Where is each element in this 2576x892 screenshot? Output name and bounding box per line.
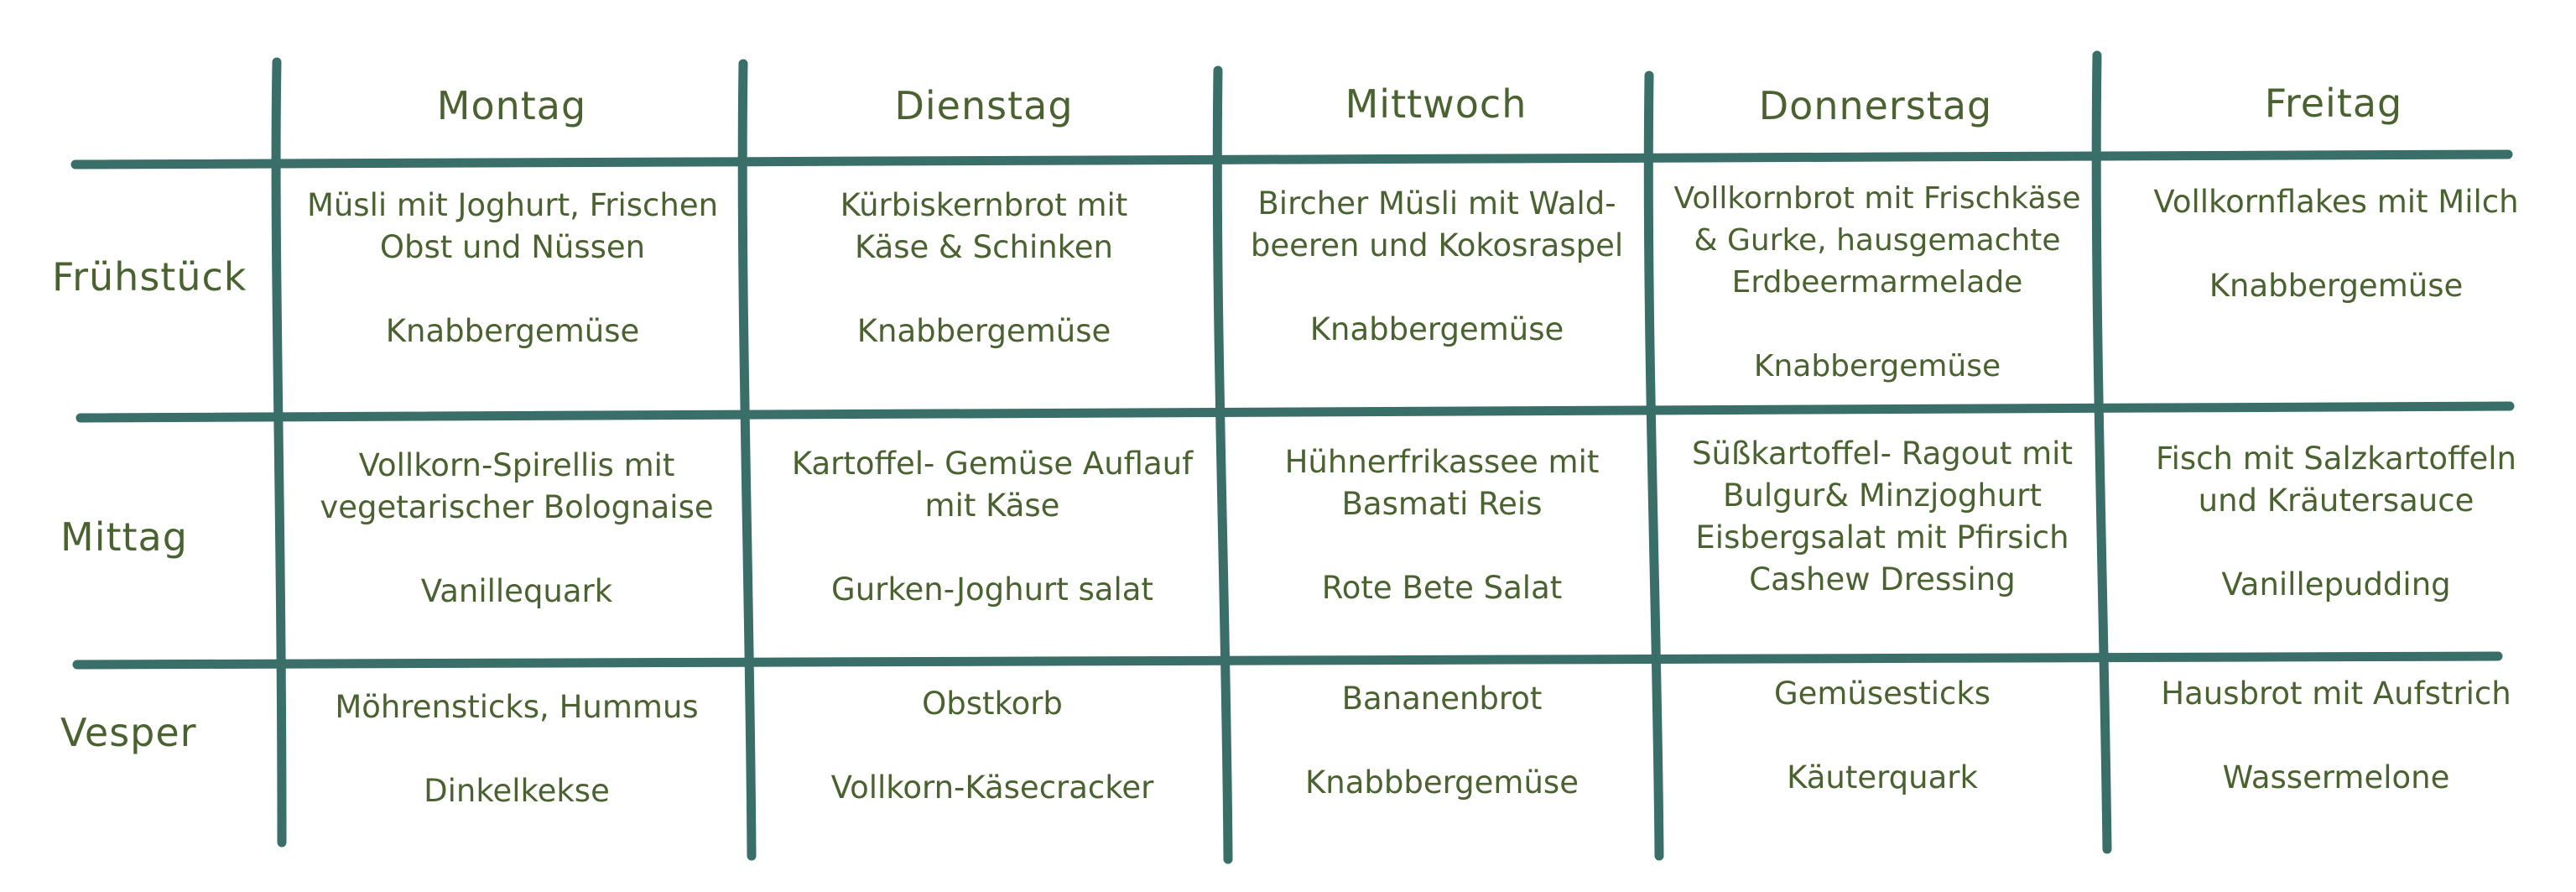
day-header-freitag: Freitag (2264, 81, 2403, 126)
menu-item: Hausbrot mit Aufstrich (2161, 676, 2511, 712)
menu-item: Käuterquark (1787, 759, 1978, 795)
menu-item: Fisch mit Salzkartoffeln und Kräutersauc… (2156, 441, 2516, 519)
day-header-montag: Montag (436, 83, 587, 128)
menu-cell: Kürbiskernbrot mit Käse & Schinken Knabb… (752, 185, 1216, 352)
menu-item: Vollkornbrot mit Frischkäse & Gurke, hau… (1673, 181, 2081, 300)
meal-label-mittag: Mittag (60, 514, 188, 560)
meal-label-vesper: Vesper (60, 710, 197, 755)
grid-line-vertical (1643, 70, 1664, 861)
menu-item: Gurken-Joghurt salat (831, 571, 1153, 608)
menu-item: Wassermelone (2222, 759, 2450, 795)
menu-cell: Möhrensticks, Hummus Dinkelkekse (284, 686, 750, 812)
menu-cell: Kartoffel- Gemüse Auflauf mit Käse Gurke… (760, 443, 1225, 611)
menu-item: Kürbiskernbrot mit Käse & Schinken (840, 187, 1128, 265)
meal-label-fruehstueck: Frühstück (52, 254, 247, 300)
menu-item: Vollkornflakes mit Milch (2153, 184, 2519, 220)
grid-line-horizontal (75, 401, 2515, 423)
grid-line-horizontal (70, 149, 2513, 170)
menu-item: Rote Bete Salat (1321, 570, 1563, 606)
grid-line-vertical (1212, 65, 1233, 864)
menu-cell: Süßkartoffel- Ragout mit Bulgur& Minzjog… (1661, 433, 2104, 601)
menu-item: Knabbergemüse (1753, 349, 2001, 383)
menu-item: Vollkorn-Spirellis mit vegetarischer Bol… (320, 447, 714, 525)
menu-cell: Obstkorb Vollkorn-Käsecracker (760, 683, 1225, 809)
menu-cell: Müsli mit Joghurt, Frischen Obst und Nüs… (284, 185, 742, 352)
menu-item: Bircher Müsli mit Wald- beeren und Kokos… (1250, 185, 1624, 263)
grid-line-vertical (737, 59, 757, 861)
menu-cell: Vollkorn-Spirellis mit vegetarischer Bol… (284, 445, 750, 613)
day-header-dienstag: Dienstag (894, 83, 1074, 128)
day-header-mittwoch: Mittwoch (1345, 81, 1527, 127)
menu-item: Knabbergemüse (385, 313, 640, 349)
menu-item: Knabbergemüse (1309, 311, 1564, 347)
menu-item: Vollkorn-Käsecracker (830, 769, 1154, 806)
menu-cell: Vollkornflakes mit Milch Knabbergemüse (2107, 181, 2565, 307)
menu-item: Vanillepudding (2221, 566, 2451, 602)
menu-item: Süßkartoffel- Ragout mit Bulgur& Minzjog… (1692, 436, 2073, 597)
grid-line-vertical (2091, 50, 2112, 854)
menu-item: Hühnerfrikassee mit Basmati Reis (1284, 444, 1600, 522)
menu-cell: Vollkornbrot mit Frischkäse & Gurke, hau… (1657, 178, 2097, 388)
menu-item: Kartoffel- Gemüse Auflauf mit Käse (791, 446, 1194, 524)
menu-item: Dinkelkekse (424, 773, 610, 809)
menu-cell: Gemüsesticks Käuterquark (1661, 673, 2104, 799)
menu-cell: Fisch mit Salzkartoffeln und Kräutersauc… (2107, 438, 2565, 606)
menu-item: Müsli mit Joghurt, Frischen Obst und Nüs… (306, 187, 719, 265)
menu-cell: Bananenbrot Knabbbergemüse (1233, 678, 1651, 804)
menu-item: Gemüsesticks (1773, 676, 1991, 712)
menu-item: Bananenbrot (1341, 681, 1543, 717)
menu-cell: Hausbrot mit Aufstrich Wassermelone (2107, 673, 2565, 799)
day-header-donnerstag: Donnerstag (1758, 83, 1993, 128)
grid-line-vertical (271, 57, 287, 848)
menu-item: Knabbergemüse (2209, 268, 2464, 304)
menu-item: Möhrensticks, Hummus (335, 689, 699, 725)
menu-item: Obstkorb (922, 686, 1063, 722)
menu-cell: Bircher Müsli mit Wald- beeren und Kokos… (1226, 183, 1647, 351)
menu-cell: Hühnerfrikassee mit Basmati Reis Rote Be… (1233, 441, 1651, 609)
menu-item: Vanillequark (420, 573, 613, 609)
menu-item: Knabbergemüse (856, 313, 1111, 349)
grid-line-horizontal (72, 651, 2503, 670)
menu-item: Knabbbergemüse (1305, 764, 1579, 801)
